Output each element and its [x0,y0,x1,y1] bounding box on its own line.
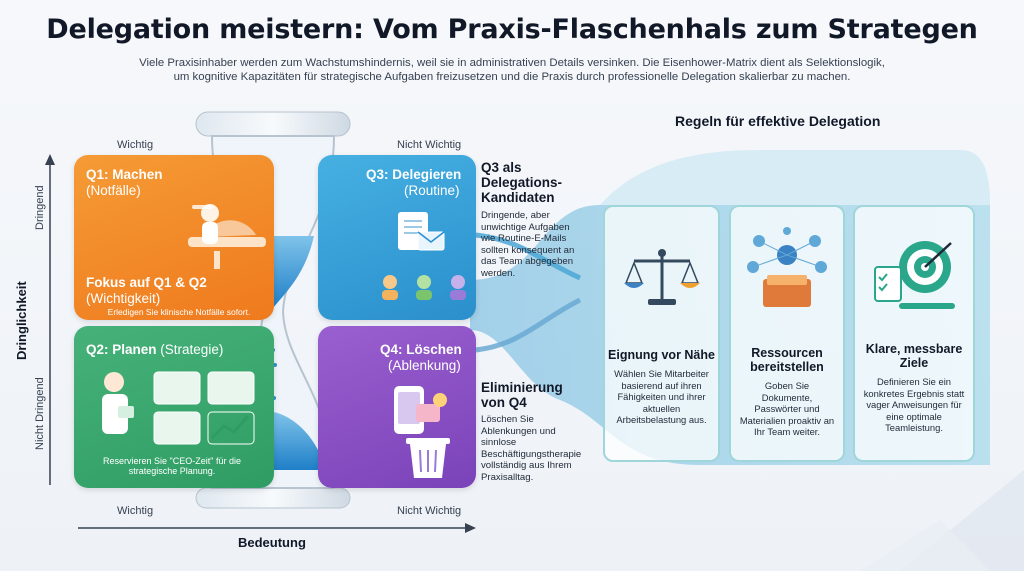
axis-top-left: Wichtig [117,139,154,151]
sand-particle [273,363,277,367]
axis-y-lower: Nicht Dringend [34,377,46,450]
corner-decoration [860,520,990,571]
q3-head: Q3: Delegieren [366,167,462,182]
delegate-documents-icon [382,212,466,300]
q2-sub: (Strategie) [160,342,224,357]
subtitle-line-2: um kognitive Kapazitäten für strategisch… [173,71,851,83]
q3-sub: (Routine) [404,183,460,198]
rule-card-ressourcen-title: Ressourcen bereitstellen [750,346,824,374]
q1-sub: (Notfälle) [86,183,141,198]
page-title: Delegation meistern: Vom Praxis-Flaschen… [46,14,978,45]
scale-icon [623,249,700,305]
axis-y-title: Dringlichkeit [14,281,29,360]
q4-side-title: Eliminierung von Q4 [481,380,563,410]
q4-head: Q4: Löschen [380,342,462,357]
rules-title: Regeln für effektive Delegation [675,113,881,129]
rule-card-eignung-title: Eignung vor Nähe [608,348,715,362]
rule-card-ziele-text: Definieren Sie ein konkretes Ergebnis st… [863,376,965,433]
q4-side-text: Löschen Sie Ablenkungen und sinnlose Bes… [481,414,582,483]
page-subtitle: Viele Praxisinhaber werden zum Wachstums… [110,56,914,84]
target-icon [874,241,955,309]
axis-bottom-left: Wichtig [117,505,154,517]
planning-icon [102,371,255,445]
q2-head-wrap: Q2: Planen (Strategie) [86,342,223,357]
connector-q4 [475,297,582,353]
q2-note: Reservieren Sie "CEO-Zeit" für die strat… [103,456,241,476]
axis-x-title: Bedeutung [238,535,306,550]
axis-y-upper: Dringend [34,185,46,230]
quadrant-q1: Q1: Machen (Notfälle) Fokus auf Q1 & Q2 … [74,155,274,320]
rule-card-eignung: Eignung vor Nähe Wählen Sie Mitarbeiter … [603,205,720,462]
y-axis-arrow [45,154,55,165]
quadrant-q4: Q4: Löschen (Ablenkung) [318,326,476,488]
subtitle-line-1: Viele Praxisinhaber werden zum Wachstums… [139,57,885,69]
q3-side-text: Dringende, aber unwichtige Aufgaben wie … [481,210,575,279]
connector-q3 [475,232,582,281]
hourglass-top-cap [195,111,351,137]
rule-card-eignung-text: Wählen Sie Mitarbeiter basierend auf ihr… [614,368,709,425]
q3-side-title: Q3 als Delegations-Kandidaten [481,160,563,205]
axis-top-right: Nicht Wichtig [397,139,462,151]
rule-card-ziele: Klare, messbare Ziele Definieren Sie ein… [853,205,975,462]
q1-focus-head: Fokus auf Q1 & Q2 [86,275,207,290]
hourglass-bottom-cap [195,487,351,509]
q2-head: Q2: Planen [86,342,157,357]
q1-focus-sub: (Wichtigkeit) [86,291,161,306]
q1-head: Q1: Machen [86,167,163,182]
rule-card-ressourcen-text: Goben Sie Dokumente, Passwörter und Mate… [739,380,835,437]
q1-note: Erledigen Sie klinische Notfälle sofort. [107,307,251,317]
dentist-icon [188,204,266,269]
rule-card-ressourcen: Ressourcen bereitstellen Goben Sie Dokum… [729,205,845,462]
axis-bottom-right: Nicht Wichtig [397,505,462,517]
flow-arrow-upper [600,150,990,205]
quadrant-q2: Q2: Planen (Strategie) Reservieren Sie "… [74,326,274,488]
trash-distractions-icon [394,386,450,478]
x-axis-arrow [465,523,476,533]
q4-sub: (Ablenkung) [388,358,461,373]
rule-card-ziele-title: Klare, messbare Ziele [865,342,963,370]
resources-icon [747,227,827,307]
quadrant-q3: Q3: Delegieren (Routine) [318,155,476,320]
